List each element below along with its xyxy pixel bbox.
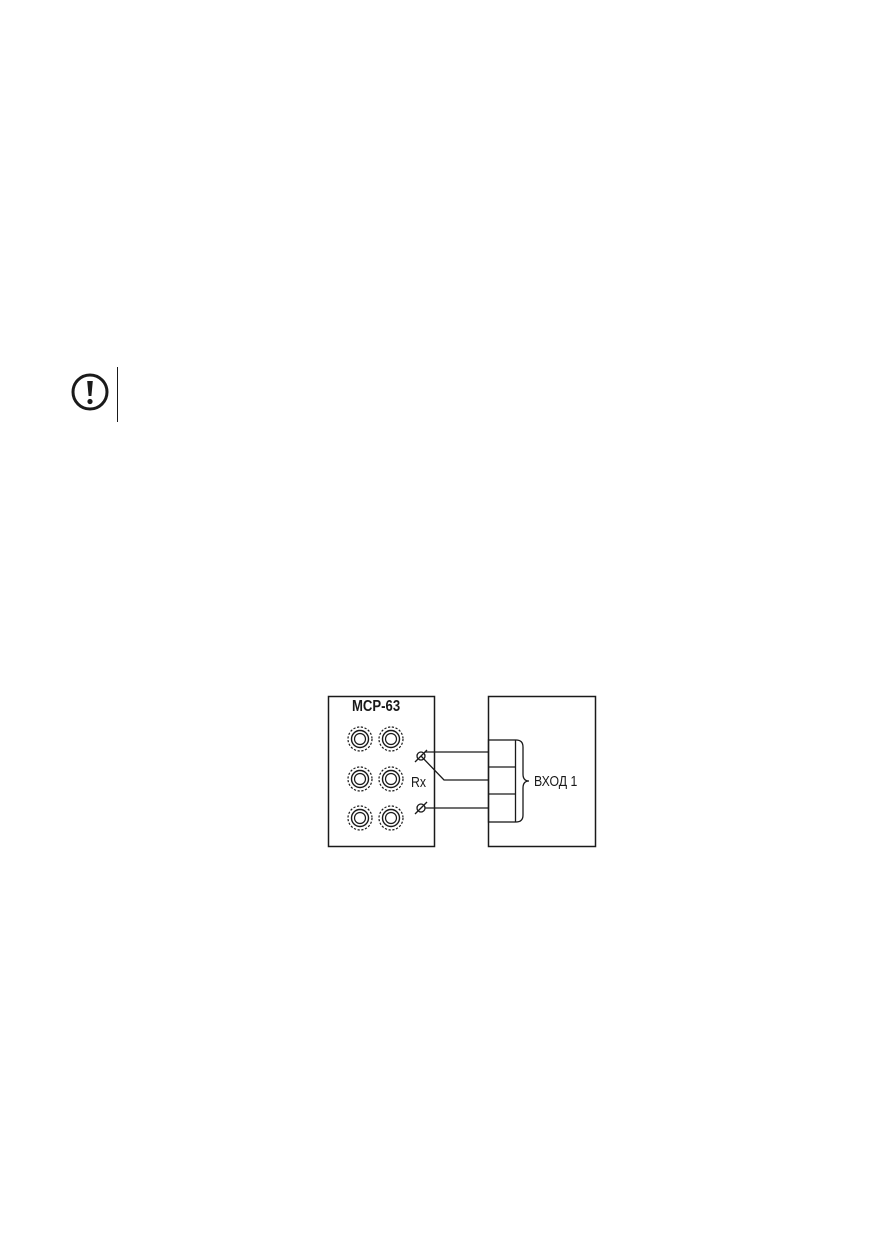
terminal-block: [487, 739, 517, 823]
notice-divider: [117, 367, 118, 422]
round-jack-socket-icon: [378, 805, 404, 831]
device-box: [327, 695, 436, 848]
exclamation-circle-icon: [71, 373, 109, 411]
input-module-box: [487, 695, 597, 848]
round-jack-socket-icon: [347, 726, 373, 752]
round-jack-socket-icon: [378, 726, 404, 752]
round-jack-socket-icon: [347, 766, 373, 792]
attention-notice: [66, 364, 126, 424]
diagram-drawing: [327, 695, 597, 848]
rx-label: Rx: [411, 774, 427, 791]
jack-sockets: [347, 726, 404, 831]
input-brace: [515, 739, 530, 823]
wires: [420, 751, 489, 809]
round-jack-socket-icon: [347, 805, 373, 831]
round-jack-socket-icon: [378, 766, 404, 792]
input-label: ВХОД 1: [534, 773, 578, 790]
connection-diagram: МСР-63 Rx ВХОД 1: [320, 690, 610, 854]
device-title: МСР-63: [352, 698, 401, 715]
